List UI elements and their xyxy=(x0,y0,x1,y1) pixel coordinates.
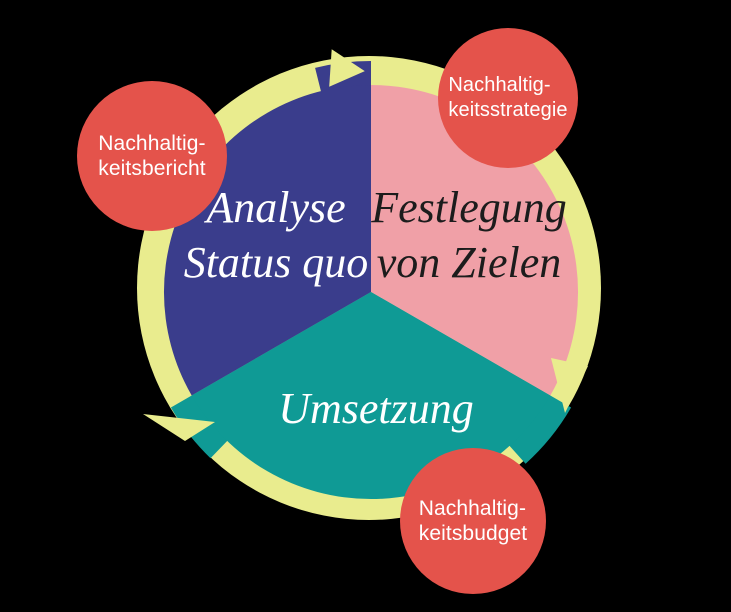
badge-nachhaltigkeitsstrategie: Nachhaltig- keitsstrategie xyxy=(438,28,578,168)
badge-nachhaltigkeitsbudget: Nachhaltig- keitsbudget xyxy=(400,448,546,594)
segment-umsetzung xyxy=(191,292,551,500)
badge-text-line: keitsbericht xyxy=(98,157,206,180)
clockwise-arrow-bottom-left-icon xyxy=(143,414,215,441)
badge-nachhaltigkeitsbericht: Nachhaltig- keitsbericht xyxy=(77,81,227,231)
badge-text-line: keitsstrategie xyxy=(448,99,568,121)
badge-text: Nachhaltig- keitsbericht xyxy=(98,131,205,181)
badge-text-line: Nachhaltig- xyxy=(418,497,527,520)
badge-text-line: Nachhaltig- xyxy=(448,74,551,96)
badge-text: Nachhaltig- keitsstrategie xyxy=(448,73,567,123)
badge-text: Nachhaltig- keitsbudget xyxy=(419,496,528,546)
badge-text-line: keitsbudget xyxy=(418,522,528,545)
clockwise-arrow-top-icon xyxy=(329,49,365,87)
badge-text-line: Nachhaltig- xyxy=(98,132,206,155)
clockwise-arrow-bottom-right-icon xyxy=(551,358,588,413)
